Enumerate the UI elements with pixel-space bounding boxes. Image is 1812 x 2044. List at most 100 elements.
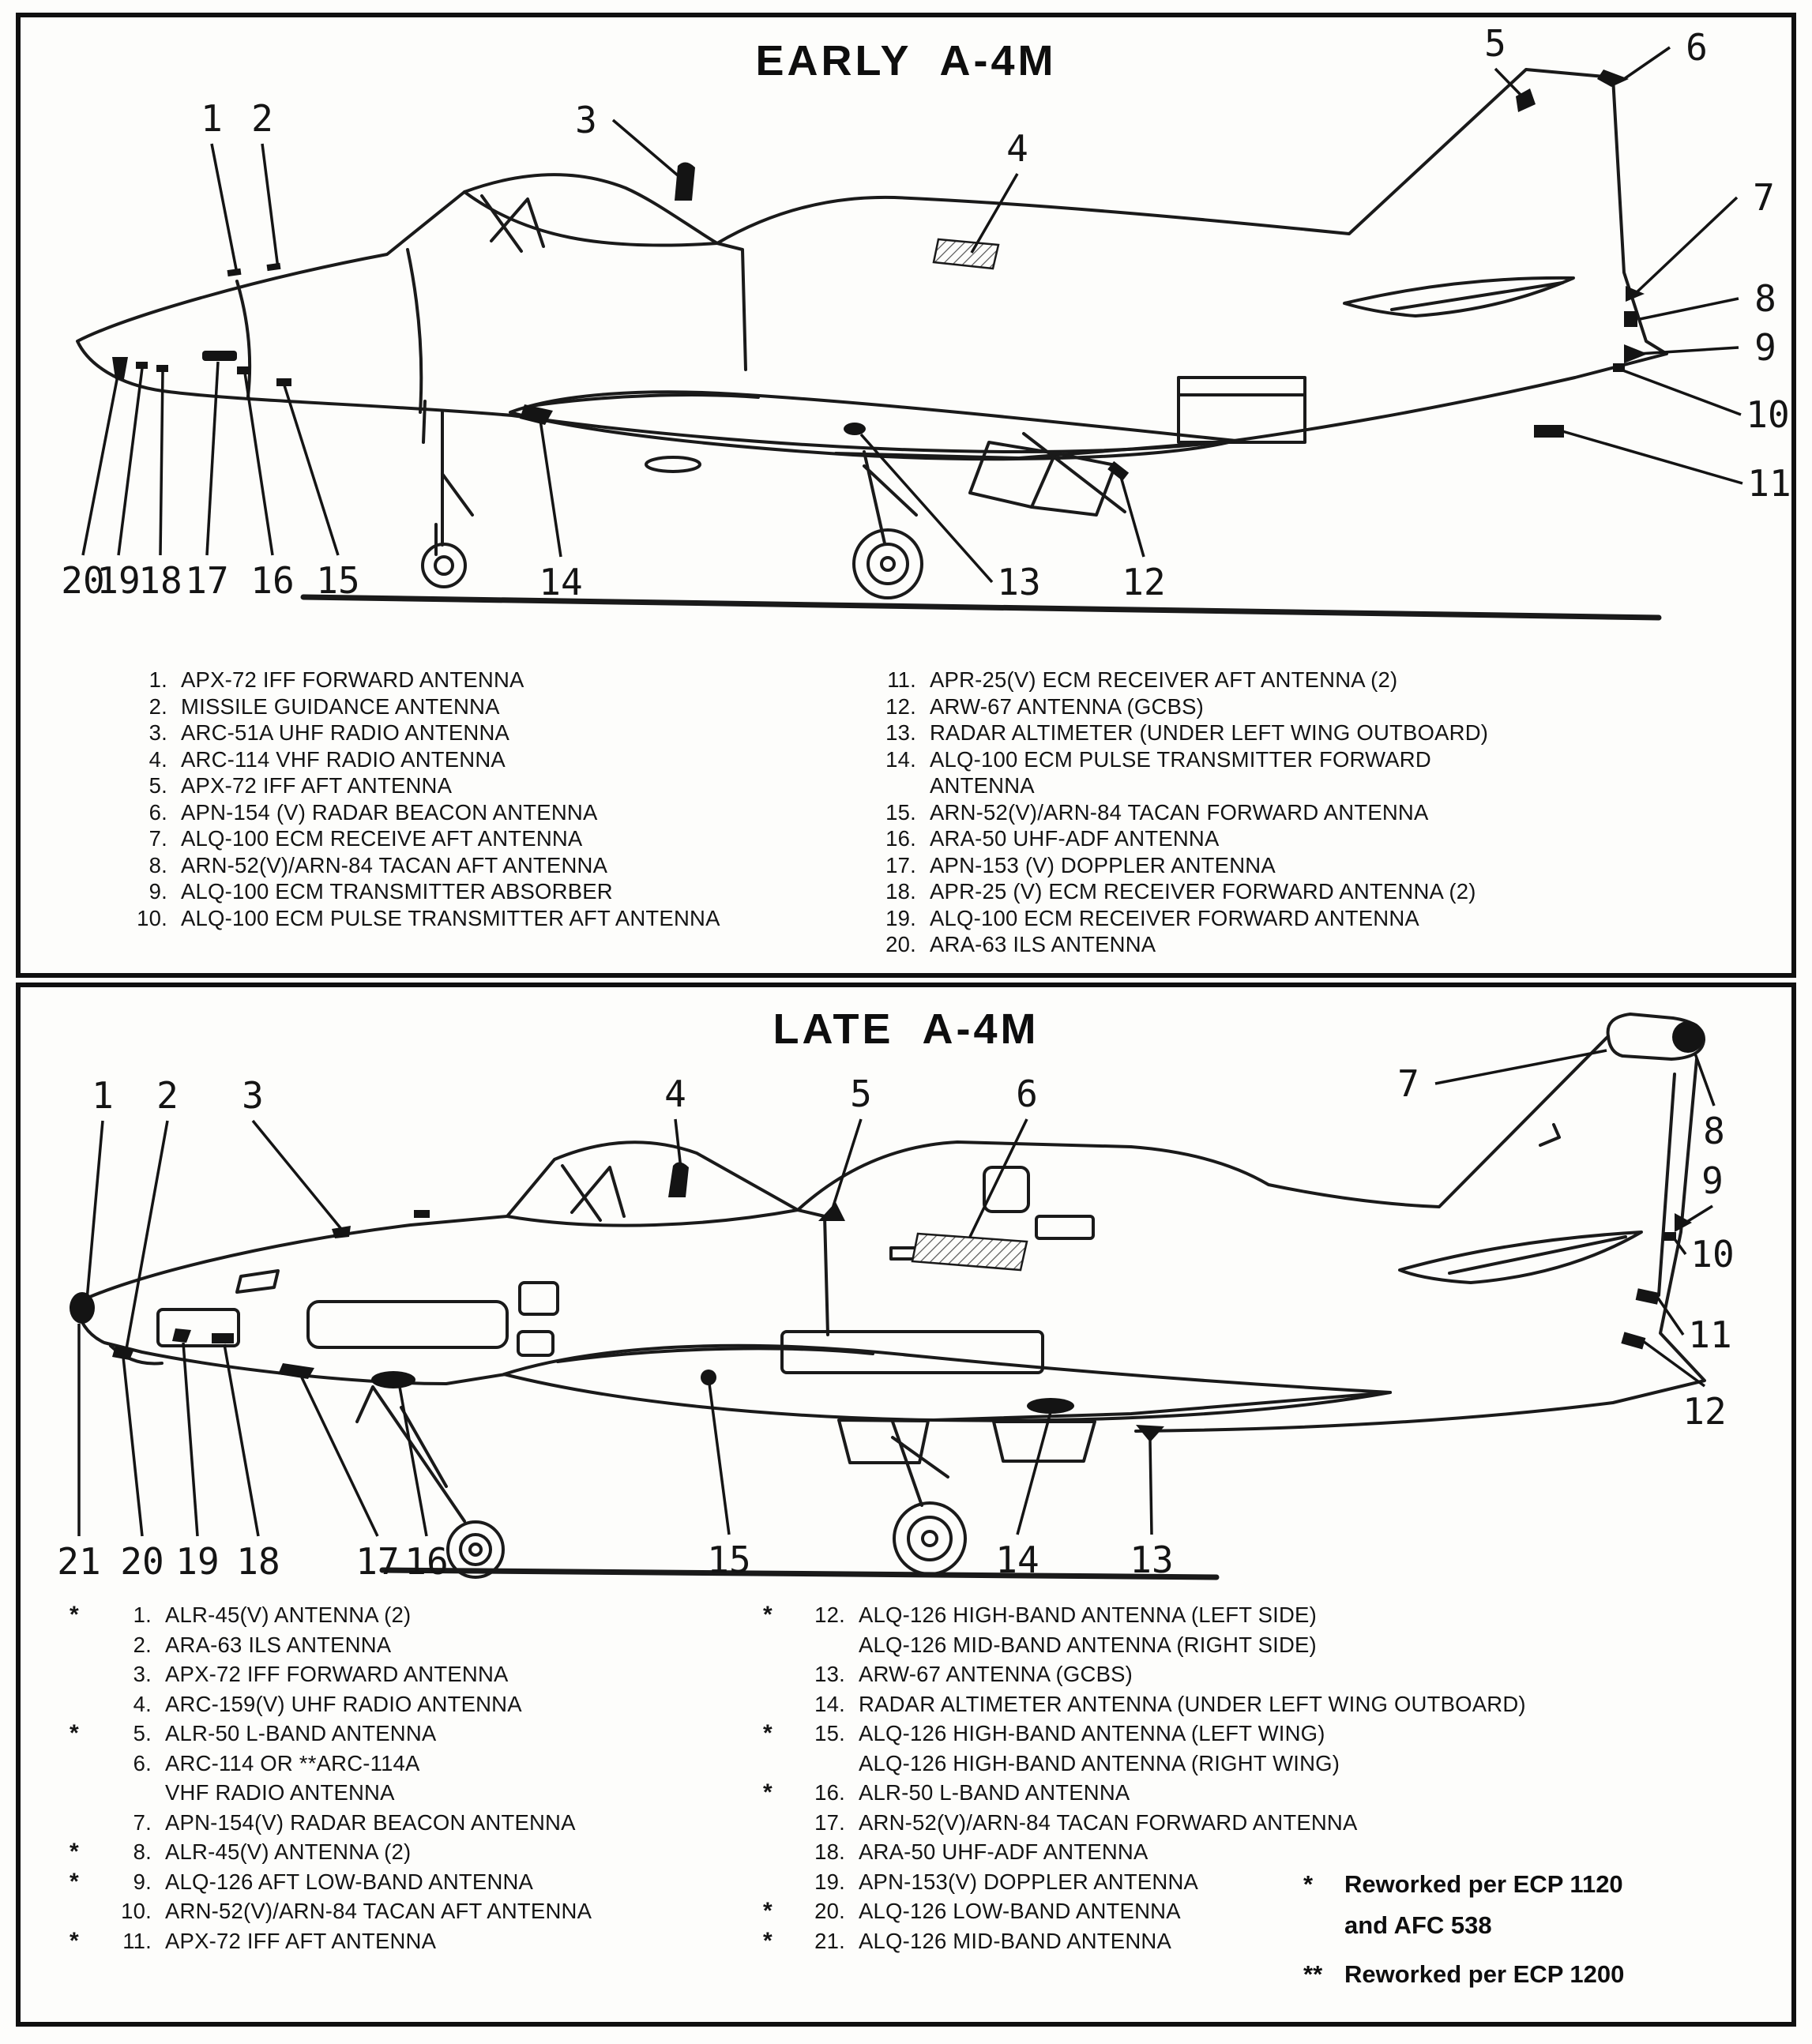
legend-item-text: APX-72 IFF FORWARD ANTENNA	[181, 667, 524, 692]
legend-item: *8.ALR-45(V) ANTENNA (2)	[70, 1837, 592, 1867]
legend-item: 19.ALQ-100 ECM RECEIVER FORWARD ANTENNA	[866, 905, 1488, 932]
legend-item-number: 6.	[148, 799, 167, 825]
rework-star: *	[70, 1927, 79, 1954]
legend-item-text: APR-25 (V) ECM RECEIVER FORWARD ANTENNA …	[930, 879, 1476, 904]
legend-item-number: 12.	[814, 1603, 845, 1627]
legend-item: 16.ARA-50 UHF-ADF ANTENNA	[866, 825, 1488, 852]
legend-item: 5.APX-72 IFF AFT ANTENNA	[117, 772, 720, 799]
legend-item-number: 7.	[133, 1809, 152, 1835]
legend-item-text: ARC-159(V) UHF RADIO ANTENNA	[165, 1691, 522, 1716]
legend-item-number: 11.	[122, 1928, 152, 1953]
legend-item-number: 10.	[137, 905, 167, 930]
legend-item-number: 17.	[814, 1809, 845, 1835]
legend-item-text: RADAR ALTIMETER (UNDER LEFT WING OUTBOAR…	[930, 720, 1489, 745]
legend-item: * 16. ALR-50 L-BAND ANTENNA	[763, 1778, 1526, 1808]
early-panel-title: EARLY A-4M	[755, 37, 1057, 85]
legend-item: 6. APN-154 (V) RADAR BEACON ANTENNA	[117, 799, 720, 826]
legend-item-number: 15.	[885, 799, 916, 825]
legend-item: 10. ALQ-100 ECM PULSE TRANSMITTER AFT ANT…	[117, 905, 720, 932]
legend-item-number: 13.	[885, 720, 916, 745]
legend-item-text: ALQ-126 MID-BAND ANTENNA	[859, 1928, 1172, 1953]
legend-item-text: APN-153 (V) DOPPLER ANTENNA	[930, 852, 1276, 877]
legend-item: 3.ARC-51A UHF RADIO ANTENNA	[117, 720, 720, 746]
legend-item-text: ARN-52(V)/ARN-84 TACAN AFT ANTENNA	[181, 852, 608, 877]
legend-item-number: 20.	[814, 1899, 845, 1923]
legend-item: 19. APN-153(V) DOPPLER ANTENNA	[763, 1867, 1526, 1897]
legend-item-number: 18.	[814, 1839, 845, 1864]
late-legend-right-column: *12.ALQ-126 HIGH-BAND ANTENNA (LEFT SIDE…	[763, 1600, 1526, 1956]
legend-item-text: ALQ-126 AFT LOW-BAND ANTENNA	[165, 1869, 534, 1894]
legend-item-number: 8.	[133, 1839, 152, 1864]
legend-item: 10. ARN-52(V)/ARN-84 TACAN AFT ANTENNA	[70, 1896, 592, 1926]
legend-item-number: 14.	[885, 746, 916, 772]
legend-item-text: ARA-63 ILS ANTENNA	[930, 932, 1156, 956]
rework-star: *	[763, 1898, 773, 1924]
legend-item-text: MISSILE GUIDANCE ANTENNA	[181, 693, 500, 719]
legend-item-number: 16.	[814, 1780, 845, 1805]
legend-item: *12.ALQ-126 HIGH-BAND ANTENNA (LEFT SIDE…	[763, 1600, 1526, 1659]
legend-item-text: ARN-52(V)/ARN-84 TACAN AFT ANTENNA	[165, 1899, 592, 1923]
legend-item-text: APR-25(V) ECM RECEIVER AFT ANTENNA (2)	[930, 667, 1398, 692]
legend-item: 4.ARC-159(V) UHF RADIO ANTENNA	[70, 1689, 592, 1719]
legend-item-text: APN-154 (V) RADAR BEACON ANTENNA	[181, 799, 598, 825]
legend-item-text: ALQ-100 ECM PULSE TRANSMITTER AFT ANTENN…	[181, 905, 720, 930]
legend-item-text: APX-72 IFF FORWARD ANTENNA	[165, 1662, 509, 1686]
legend-item-text: ARA-63 ILS ANTENNA	[165, 1632, 392, 1657]
legend-item-number: 9.	[148, 879, 167, 904]
legend-item-text: ARC-114 OR **ARC-114A VHF RADIO ANTENNA	[165, 1750, 420, 1805]
legend-item-number: 5.	[133, 1721, 152, 1745]
legend-item-number: 12.	[885, 693, 916, 719]
legend-item-number: 21.	[814, 1928, 845, 1953]
legend-item: 3. APX-72 IFF FORWARD ANTENNA	[70, 1659, 592, 1689]
rework-notes: * Reworked per ECP 1120 and AFC 538 ** R…	[1303, 1864, 1793, 2003]
legend-item-number: 18.	[885, 879, 916, 904]
legend-item: 13. RADAR ALTIMETER (UNDER LEFT WING OUTB…	[866, 720, 1488, 746]
note-text: Reworked per ECP 1200	[1344, 1960, 1625, 1988]
legend-item-text: ARW-67 ANTENNA (GCBS)	[930, 693, 1205, 719]
legend-item-text: APN-154(V) RADAR BEACON ANTENNA	[165, 1809, 576, 1835]
legend-item: 1. APX-72 IFF FORWARD ANTENNA	[117, 667, 720, 693]
double-asterisk-marker: **	[1303, 1960, 1323, 1988]
legend-item: *9.ALQ-126 AFT LOW-BAND ANTENNA	[70, 1867, 592, 1897]
rework-star: *	[70, 1868, 79, 1895]
legend-item-text: ALQ-126 LOW-BAND ANTENNA	[859, 1899, 1181, 1923]
legend-item-number: 7.	[148, 826, 167, 851]
legend-item: 9.ALQ-100 ECM TRANSMITTER ABSORBER	[117, 878, 720, 905]
rework-star: *	[763, 1602, 773, 1628]
legend-item-number: 6.	[133, 1750, 152, 1775]
legend-item: 7.ALQ-100 ECM RECEIVE AFT ANTENNA	[117, 825, 720, 852]
legend-item: * 5. ALR-50 L-BAND ANTENNA	[70, 1719, 592, 1749]
rework-star: *	[763, 1779, 773, 1805]
legend-item-number: 19.	[885, 905, 916, 930]
legend-item-text: ALR-50 L-BAND ANTENNA	[859, 1780, 1130, 1805]
legend-item-number: 10.	[121, 1899, 152, 1923]
legend-item-text: ALQ-100 ECM PULSE TRANSMITTER FORWARD AN…	[930, 746, 1431, 798]
legend-item-text: APN-153(V) DOPPLER ANTENNA	[859, 1869, 1199, 1894]
legend-item: 20.ARA-63 ILS ANTENNA	[866, 931, 1488, 958]
legend-item-number: 1.	[133, 1603, 152, 1627]
note-ecp-1200: ** Reworked per ECP 1200	[1303, 1954, 1793, 1995]
legend-item: 2.ARA-63 ILS ANTENNA	[70, 1630, 592, 1660]
legend-item-text: ARA-50 UHF-ADF ANTENNA	[930, 826, 1220, 851]
legend-item-text: ALR-50 L-BAND ANTENNA	[165, 1721, 437, 1745]
legend-item-number: 3.	[133, 1662, 152, 1686]
legend-item: 6. ARC-114 OR **ARC-114A VHF RADIO ANTENN…	[70, 1749, 592, 1808]
legend-item: *21.ALQ-126 MID-BAND ANTENNA	[763, 1926, 1526, 1956]
legend-item: 14. ALQ-100 ECM PULSE TRANSMITTER FORWARD…	[866, 746, 1488, 799]
legend-item-number: 15.	[814, 1721, 845, 1745]
legend-item: 13.ARW-67 ANTENNA (GCBS)	[763, 1659, 1526, 1689]
legend-item-number: 1.	[148, 667, 167, 692]
legend-item-number: 11.	[887, 667, 916, 692]
legend-item-number: 19.	[814, 1869, 845, 1894]
legend-item: *15.ALQ-126 HIGH-BAND ANTENNA (LEFT WING…	[763, 1719, 1526, 1778]
legend-item-text: ARC-51A UHF RADIO ANTENNA	[181, 720, 510, 745]
rework-star: *	[70, 1720, 79, 1746]
legend-item: 18. APR-25 (V) ECM RECEIVER FORWARD ANTEN…	[866, 878, 1488, 905]
legend-item: 11. APR-25(V) ECM RECEIVER AFT ANTENNA (2…	[866, 667, 1488, 693]
single-asterisk-marker: *	[1303, 1870, 1314, 1898]
legend-item: 17.APN-153 (V) DOPPLER ANTENNA	[866, 852, 1488, 879]
legend-item-text: ARN-52(V)/ARN-84 TACAN FORWARD ANTENNA	[859, 1809, 1358, 1835]
legend-item-text: RADAR ALTIMETER ANTENNA (UNDER LEFT WING…	[859, 1691, 1526, 1716]
